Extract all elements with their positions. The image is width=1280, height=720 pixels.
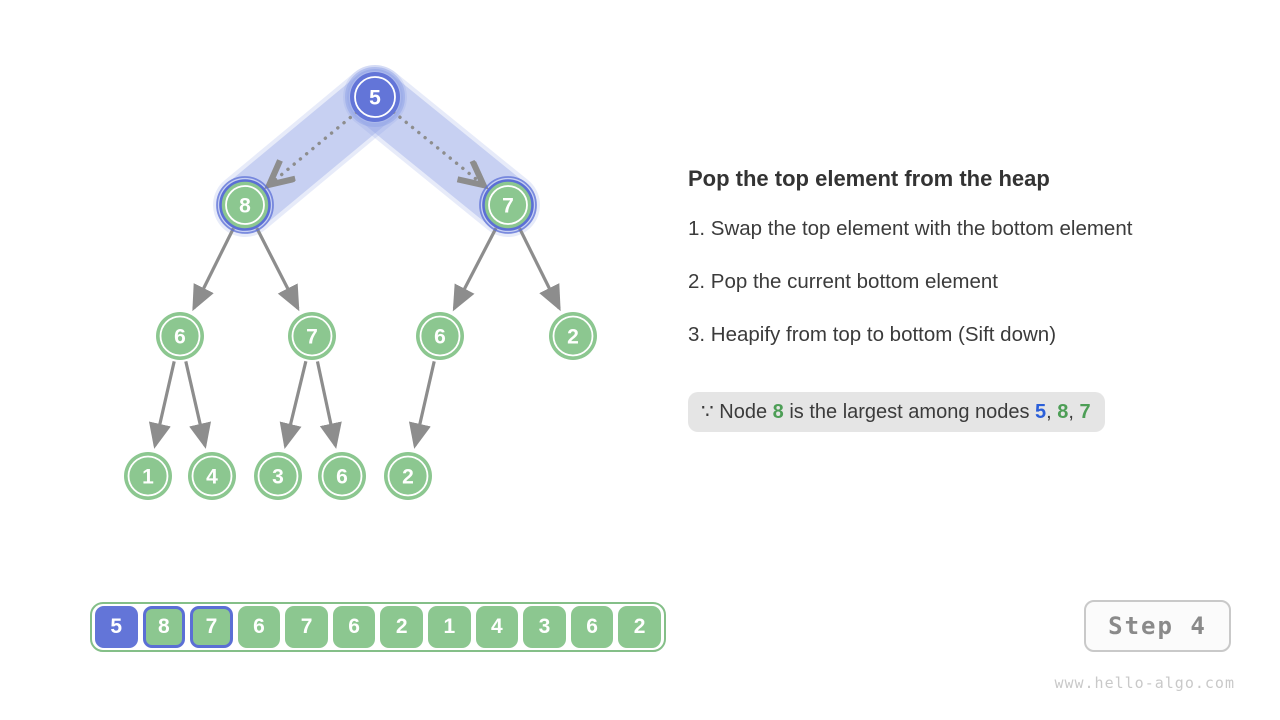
tree-edge-arrow (408, 360, 436, 449)
tree-node: 1 (124, 452, 172, 500)
tree-node-value: 7 (502, 195, 514, 218)
step-instruction-3: 3. Heapify from top to bottom (Sift down… (688, 323, 1057, 346)
array-cell: 6 (332, 605, 376, 649)
swap-dotted-arrow (272, 110, 359, 182)
tree-node-value: 2 (402, 466, 414, 489)
tree-node: 7 (479, 176, 537, 234)
note-segment: 5 (1035, 401, 1047, 423)
tree-node-value: 2 (567, 326, 579, 349)
array-cell: 4 (475, 605, 519, 649)
note-segment: ∵ Node (701, 401, 773, 423)
tree-edge-arrow (452, 227, 498, 312)
tree-node: 2 (384, 452, 432, 500)
tree-edge-arrow (148, 360, 176, 449)
site-watermark: www.hello-algo.com (1054, 674, 1235, 692)
tree-node: 5 (345, 67, 405, 127)
step-badge: Step 4 (1084, 600, 1231, 652)
tree-nodes: 5 8 7 6 7 6 2 1 4 3 6 2 (124, 67, 597, 500)
tree-edges (148, 110, 561, 449)
array-cell: 3 (523, 605, 566, 649)
tree-edge-arrow (184, 360, 212, 449)
tree-node-value: 6 (434, 326, 446, 349)
array-cell: 6 (570, 605, 614, 649)
tree-node-value: 5 (369, 87, 381, 110)
array-cell: 7 (285, 605, 328, 649)
tree-node: 3 (254, 452, 302, 500)
array-cell: 1 (428, 605, 471, 649)
tree-node-value: 6 (336, 466, 348, 489)
tree-edge-arrow (315, 361, 342, 449)
note-segment: 7 (1079, 401, 1091, 423)
tree-edge-arrow (255, 227, 300, 312)
tree-edge-arrow (192, 227, 235, 312)
array-cell: 6 (237, 605, 281, 649)
array-cell: 2 (618, 605, 661, 649)
tree-node-value: 4 (206, 466, 218, 489)
explanation-panel: Pop the top element from the heap 1. Swa… (688, 165, 1233, 432)
tree-edge-arrow (518, 227, 561, 312)
panel-title: Pop the top element from the heap (688, 166, 1050, 191)
note-segment: , (1068, 401, 1080, 423)
note-box: ∵ Node 8 is the largest among nodes 5, 8… (688, 392, 1105, 432)
tree-node: 6 (156, 312, 204, 360)
tree-node: 4 (188, 452, 236, 500)
heap-tree-diagram: 5 8 7 6 7 6 2 1 4 3 6 2 (124, 65, 597, 500)
swap-dotted-arrow (391, 110, 481, 183)
tree-node-value: 7 (306, 326, 318, 349)
array-cell: 5 (95, 605, 138, 649)
tree-edge-arrow (279, 360, 308, 449)
array-cell: 2 (380, 605, 423, 649)
tree-node: 2 (549, 312, 597, 360)
tree-node-value: 8 (239, 195, 251, 218)
note-segment: 8 (772, 401, 784, 423)
array-cell: 7 (190, 605, 233, 649)
step-instruction-1: 1. Swap the top element with the bottom … (688, 217, 1133, 240)
note-segment: 8 (1057, 401, 1069, 423)
tree-node: 6 (318, 452, 366, 500)
tree-node-value: 3 (272, 466, 284, 489)
tree-node: 7 (288, 312, 336, 360)
tree-node: 6 (416, 312, 464, 360)
array-cell: 8 (142, 605, 186, 649)
note-segment: , (1046, 401, 1058, 423)
tree-node-value: 6 (174, 326, 186, 349)
tree-node: 8 (216, 176, 274, 234)
step-instruction-2: 2. Pop the current bottom element (688, 270, 998, 293)
tree-node-value: 1 (142, 466, 154, 489)
note-segment: is the largest among nodes (783, 401, 1036, 423)
